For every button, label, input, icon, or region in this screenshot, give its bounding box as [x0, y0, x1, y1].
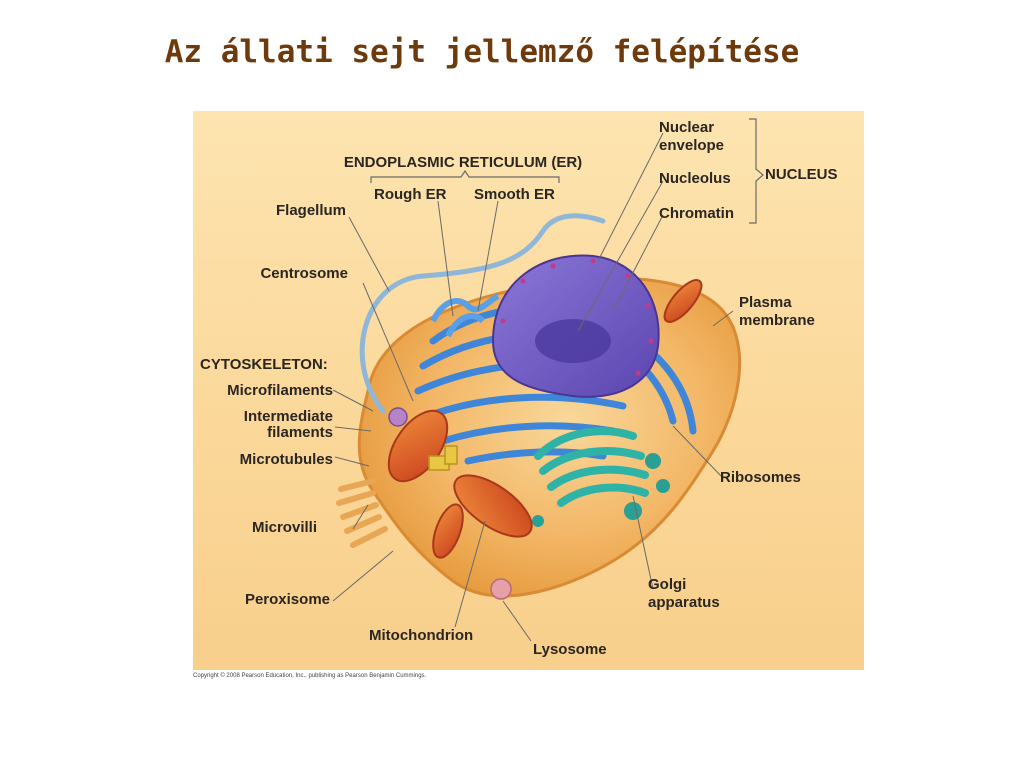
centrosome-label: Centrosome [260, 265, 348, 282]
flagellum-label: Flagellum [275, 202, 346, 219]
flagellum-shape [359, 213, 606, 414]
microvilli-shape [336, 478, 388, 548]
nuclear-envelope-label-2: envelope [659, 137, 725, 154]
chromatin-label: Chromatin [659, 205, 734, 222]
intermediate-filaments-label-1: Intermediate [243, 408, 333, 425]
er-bracket [370, 169, 560, 183]
copyright-notice: Copyright © 2008 Pearson Education, Inc.… [193, 673, 427, 679]
golgi-label-1: Golgi [648, 576, 687, 593]
slide-title: Az állati sejt jellemző felépítése [164, 34, 800, 70]
plasma-membrane-label-1: Plasma [739, 294, 792, 311]
leader-lines [332, 132, 734, 642]
mitochondrion-shapes [387, 279, 703, 559]
microvilli-label: Microvilli [251, 519, 317, 536]
cytoskeleton-group-label: CYTOSKELETON: [200, 356, 328, 373]
rough-er-label: Rough ER [374, 186, 447, 203]
cell-diagram: ENDOPLASMIC RETICULUM (ER) Rough ER Smoo… [193, 111, 864, 670]
er-group-label: ENDOPLASMIC RETICULUM (ER) [343, 154, 583, 171]
mitochondrion-label: Mitochondrion [369, 627, 474, 644]
nuclear-pores [500, 258, 654, 376]
nucleus-group-label: NUCLEUS [765, 166, 838, 183]
plasma-membrane-label-2: membrane [739, 312, 815, 329]
nucleus-bracket [749, 118, 764, 224]
lysosome-shape [490, 578, 512, 600]
cell-illustration [332, 118, 764, 642]
smooth-er-label: Smooth ER [474, 186, 555, 203]
peroxisome-shape [388, 407, 408, 427]
nucleolus-label: Nucleolus [659, 170, 731, 187]
intermediate-filaments-label-2: filaments [267, 424, 333, 441]
golgi-apparatus-shape [534, 427, 649, 507]
ribosomes-label: Ribosomes [720, 469, 801, 486]
nucleolus-shape [535, 319, 611, 363]
nuclear-envelope-label-1: Nuclear [659, 119, 715, 136]
microtubules-label: Microtubules [239, 451, 333, 468]
peroxisome-label: Peroxisome [244, 591, 330, 608]
centrosome-shape [428, 445, 458, 471]
lysosome-label: Lysosome [533, 641, 607, 658]
microfilaments-label: Microfilaments [227, 382, 333, 399]
smooth-er-shape [430, 293, 500, 338]
golgi-label-2: apparatus [648, 594, 720, 611]
